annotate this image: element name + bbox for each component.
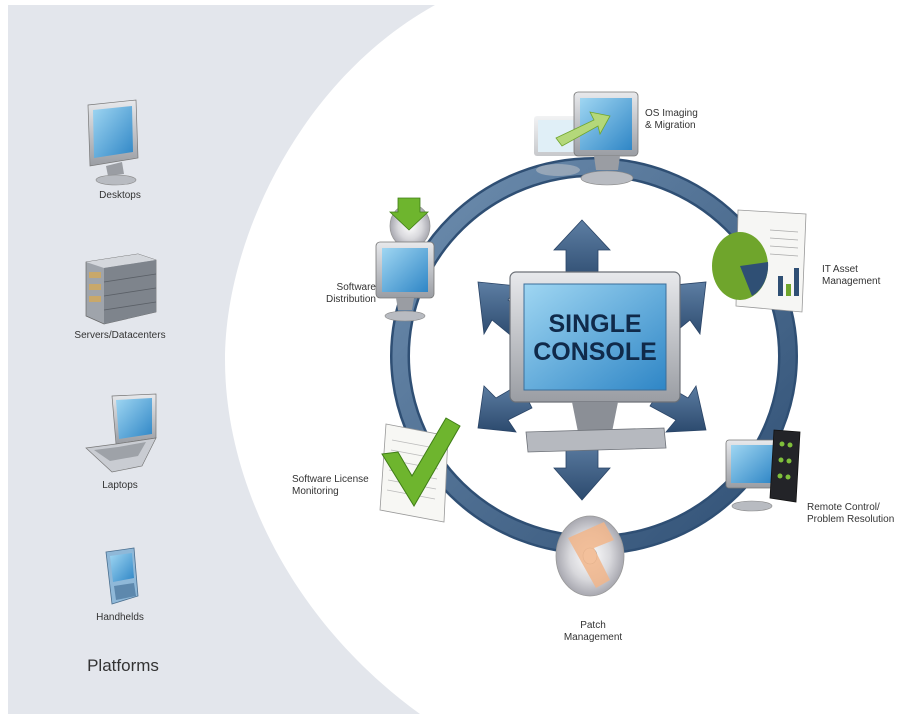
license-document-icon	[379, 417, 461, 523]
platform-label-servers: Servers/Datacenters	[74, 330, 166, 341]
patch-cd-icon	[555, 515, 625, 597]
os-imaging-icon	[534, 91, 639, 186]
platform-label-laptops: Laptops	[102, 480, 138, 491]
console-arrows	[477, 219, 707, 501]
label-remote-control: Remote Control/Problem Resolution	[807, 502, 895, 525]
console-title-line1: SINGLE	[548, 310, 641, 338]
it-asset-chart-icon	[712, 209, 807, 313]
remote-control-icon	[725, 429, 801, 512]
desktop-icon	[87, 99, 139, 186]
handheld-icon	[105, 547, 139, 605]
platforms-panel	[8, 5, 435, 714]
platform-label-desktops: Desktops	[99, 190, 141, 201]
platforms-title: Platforms	[87, 656, 159, 675]
software-distribution-icon	[375, 197, 435, 322]
server-rack-icon	[85, 253, 157, 325]
console-title-line2: CONSOLE	[533, 338, 657, 366]
laptop-icon	[85, 393, 157, 473]
single-console-monitor	[509, 271, 681, 453]
label-os-imaging: OS Imaging& Migration	[645, 108, 698, 131]
platform-label-handhelds: Handhelds	[96, 612, 144, 623]
